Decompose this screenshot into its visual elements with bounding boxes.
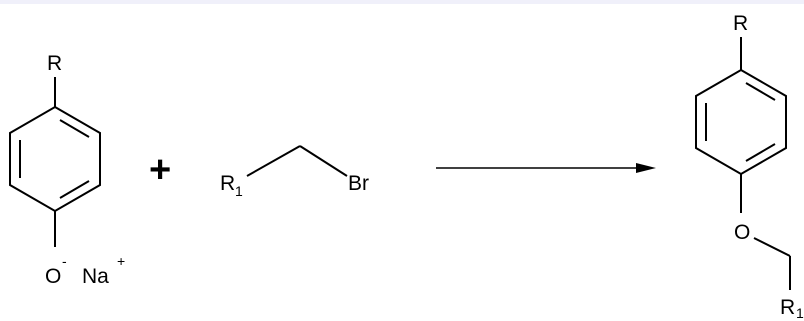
reaction-arrow xyxy=(436,163,656,173)
bromine-label: Br xyxy=(348,172,369,195)
top-border-strip xyxy=(0,0,804,4)
reactant-alkyl-bromide: R 1 Br xyxy=(220,145,369,199)
reactant-phenoxide: R O - Na + xyxy=(9,52,125,288)
oxygen-charge: - xyxy=(62,253,67,269)
sodium-label: Na xyxy=(82,265,109,288)
aromatic-inner-bond-product-3 xyxy=(745,143,776,162)
aromatic-inner-bond-product-2 xyxy=(745,82,776,101)
sodium-charge: + xyxy=(117,253,125,269)
plus-sign: + xyxy=(149,149,171,191)
oxygen-label-reactant: O xyxy=(45,265,61,288)
bond-ch2-to-br xyxy=(299,145,348,177)
r-label-reactant: R xyxy=(47,52,62,75)
benzene-ring-product xyxy=(695,68,787,176)
r1-subscript-reactant: 1 xyxy=(235,183,243,199)
aromatic-inner-bond-reactant-2 xyxy=(59,119,90,138)
bond-r1-to-ch2 xyxy=(246,145,301,177)
benzene-ring-reactant xyxy=(9,105,101,213)
product-ether: R O R 1 xyxy=(695,12,804,321)
aromatic-inner-bond-reactant-3 xyxy=(59,180,90,199)
r1-label-product: R xyxy=(780,296,795,319)
bond-oxygen-to-ch2 xyxy=(753,237,791,257)
r-label-product: R xyxy=(733,12,748,35)
r1-label-reactant: R xyxy=(220,172,235,195)
oxygen-label-product: O xyxy=(734,221,750,244)
r1-subscript-product: 1 xyxy=(796,305,804,321)
arrow-head xyxy=(636,163,656,173)
